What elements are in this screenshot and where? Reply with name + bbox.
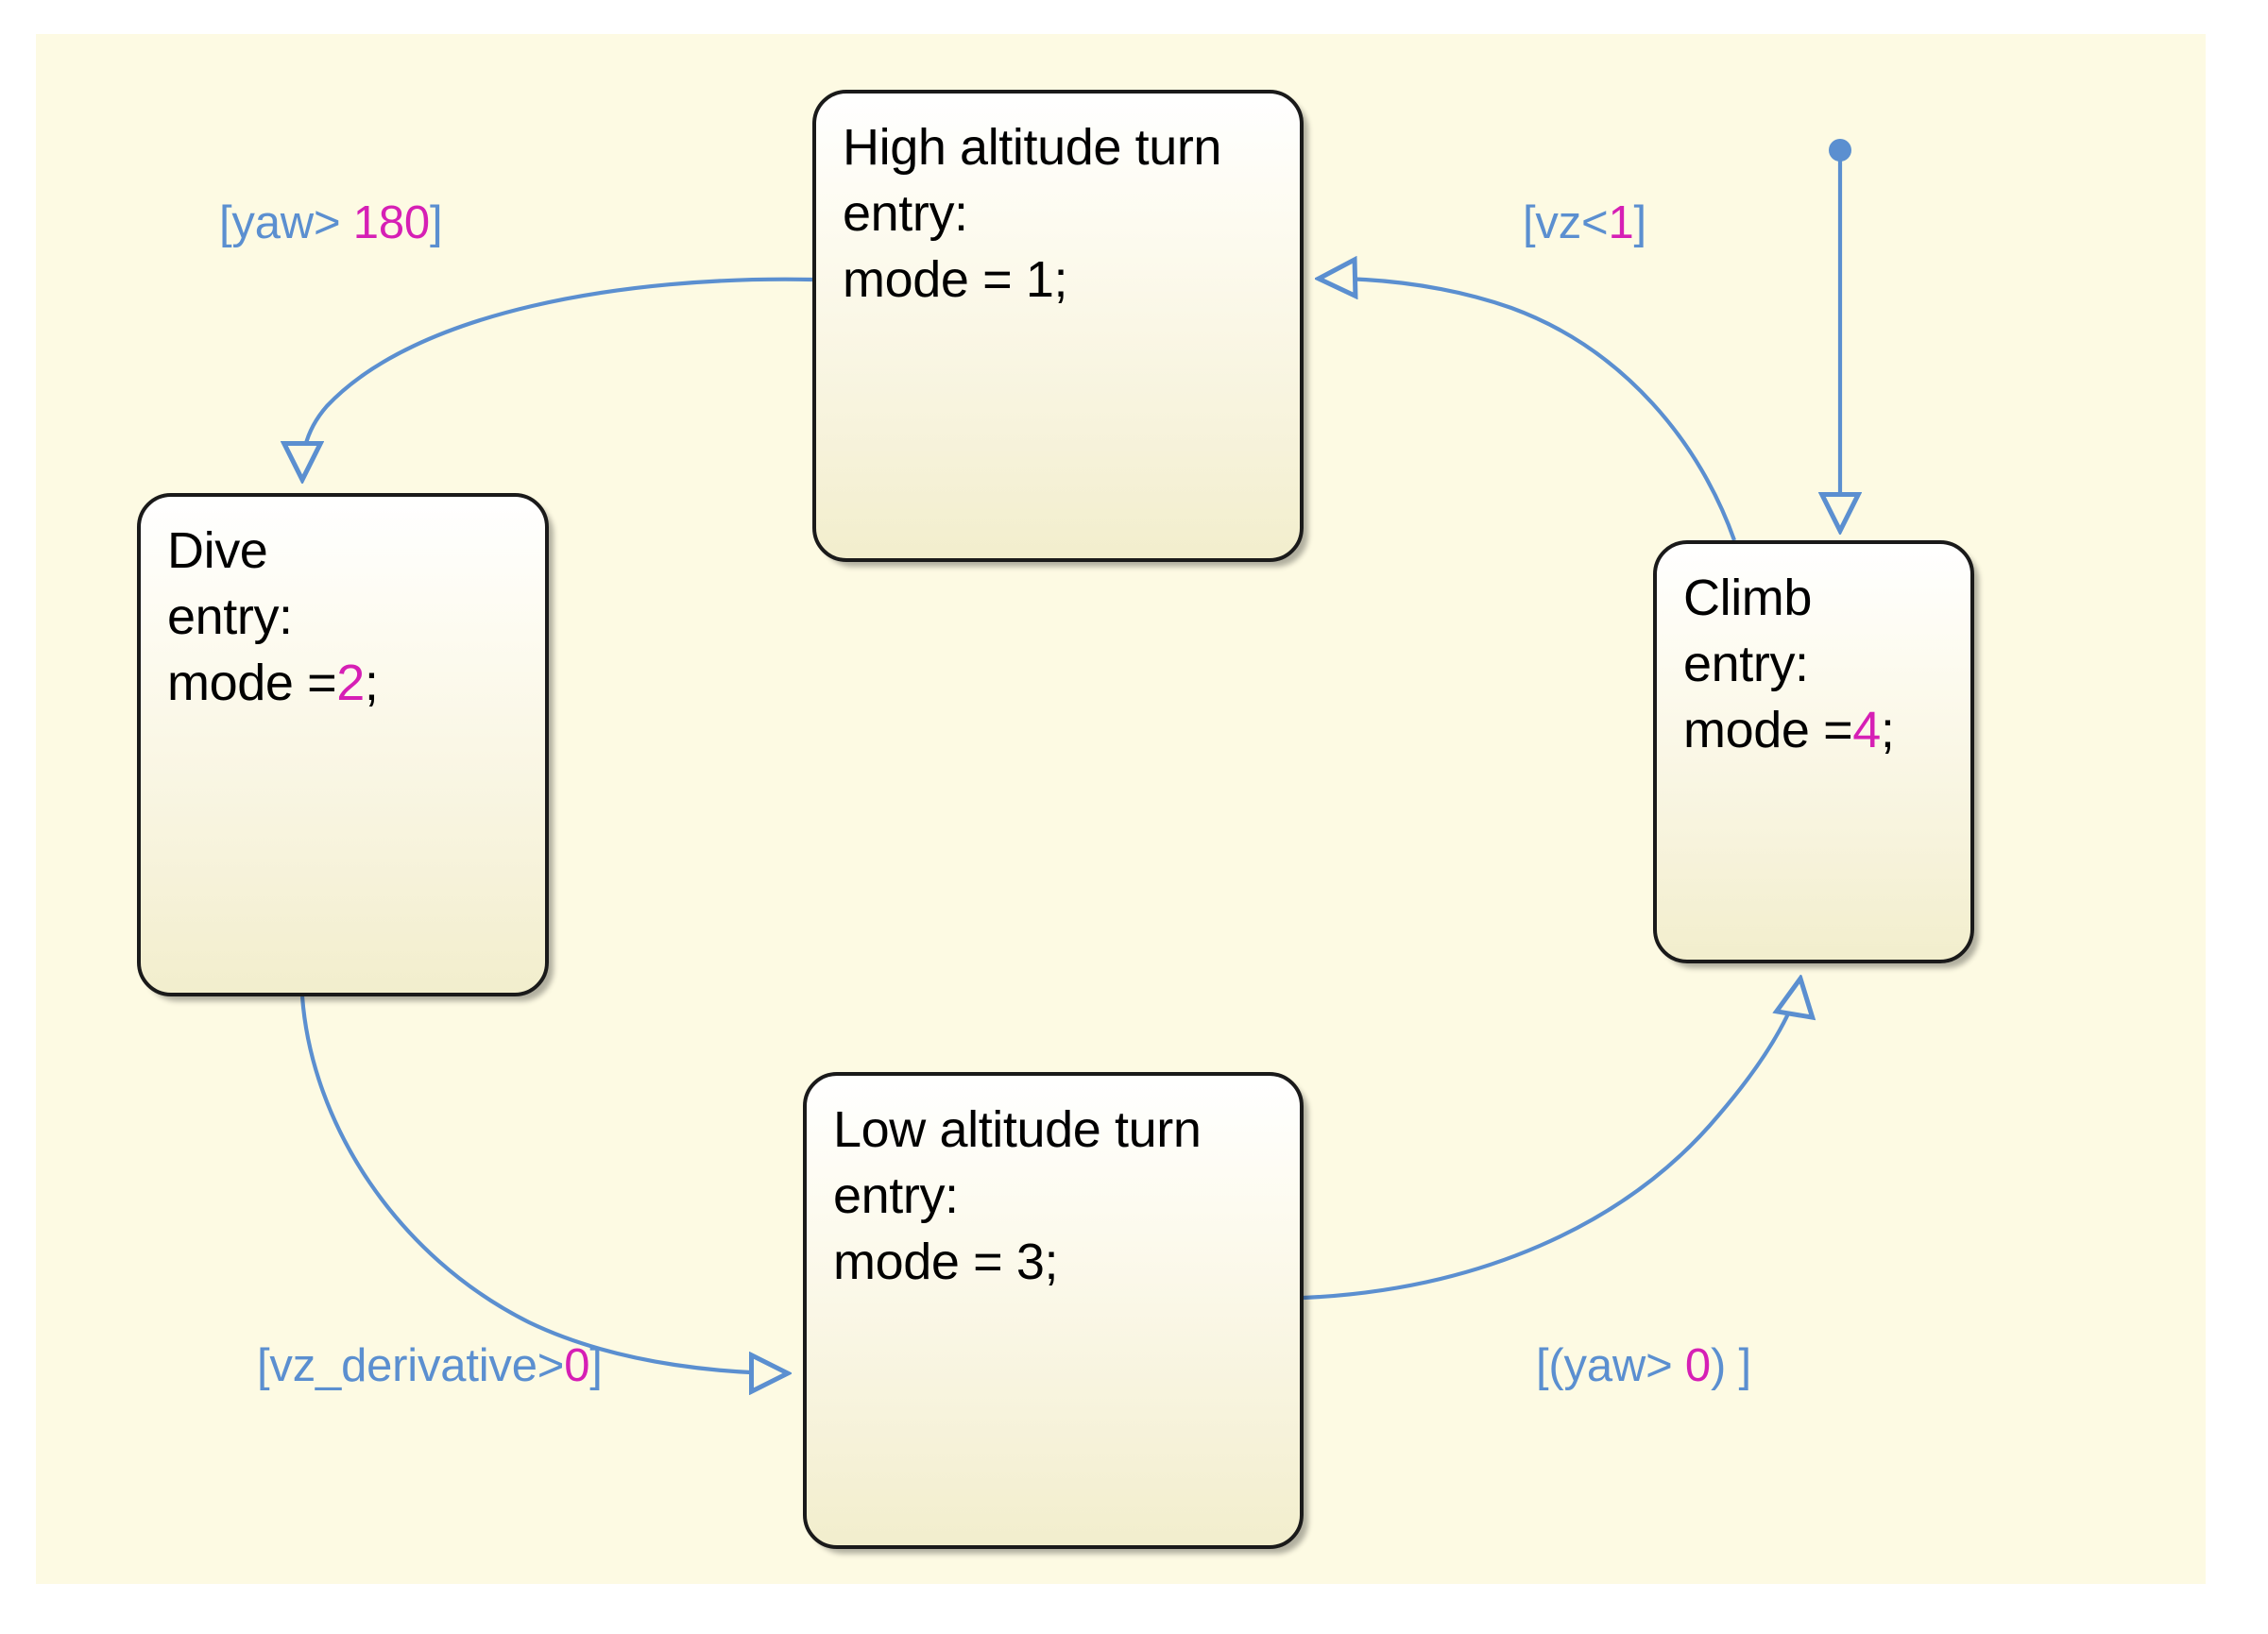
state-high-altitude-turn[interactable]: High altitude turn entry: mode = 1; bbox=[812, 90, 1304, 562]
state-dive-name: Dive bbox=[167, 522, 268, 579]
state-dive-entry-keyword: entry: bbox=[167, 588, 293, 646]
state-low-altitude-turn[interactable]: Low altitude turn entry: mode = 3; bbox=[803, 1072, 1304, 1549]
state-low-altitude-turn-action-prefix: mode = bbox=[833, 1234, 1016, 1291]
default-transition-to-climb[interactable] bbox=[1829, 139, 1851, 531]
state-dive-action-value: 2 bbox=[336, 655, 365, 712]
state-climb[interactable]: Climb entry: mode =4; bbox=[1653, 540, 1974, 963]
state-low-altitude-turn-entry-keyword: entry: bbox=[833, 1167, 959, 1225]
state-low-altitude-turn-action-value: 3 bbox=[1015, 1234, 1045, 1291]
state-low-altitude-turn-name: Low altitude turn bbox=[833, 1101, 1202, 1158]
transition-label-vz-derivative-gt-0-prefix: [vz_derivative> bbox=[257, 1340, 565, 1391]
state-climb-action-suffix: ; bbox=[1880, 702, 1895, 759]
state-dive[interactable]: Dive entry: mode =2; bbox=[137, 493, 549, 996]
state-low-altitude-turn-action-suffix: ; bbox=[1044, 1234, 1059, 1291]
state-climb-name: Climb bbox=[1683, 570, 1813, 626]
edge-high-altitude-turn-to-dive[interactable] bbox=[302, 277, 813, 480]
state-climb-entry-keyword: entry: bbox=[1683, 636, 1809, 693]
default-transition-dot bbox=[1829, 139, 1851, 162]
transition-label-vz-lt-1[interactable]: [vz<1] bbox=[1523, 196, 1646, 249]
edge-climb-to-high-altitude-turn[interactable] bbox=[1319, 279, 1736, 541]
state-high-altitude-turn-action-suffix: ; bbox=[1053, 251, 1068, 309]
transition-label-vz-derivative-gt-0-value: 0 bbox=[564, 1340, 590, 1391]
edge-dive-to-low-altitude-turn[interactable] bbox=[299, 996, 788, 1373]
state-high-altitude-turn-action: mode = 1; bbox=[843, 247, 1300, 313]
transition-label-yaw-gt-180-value: 180 bbox=[352, 197, 430, 248]
state-high-altitude-turn-name: High altitude turn bbox=[843, 119, 1222, 176]
transition-label-vz-lt-1-value: 1 bbox=[1608, 197, 1634, 248]
transition-label-yaw-gt-0-value: 0 bbox=[1684, 1340, 1711, 1391]
transition-label-vz-lt-1-suffix: ] bbox=[1633, 197, 1647, 248]
state-dive-action: mode =2; bbox=[167, 650, 545, 716]
state-high-altitude-turn-action-prefix: mode = bbox=[843, 251, 1026, 309]
state-climb-action: mode =4; bbox=[1683, 697, 1970, 763]
edge-low-altitude-turn-to-climb[interactable] bbox=[1303, 979, 1800, 1301]
transition-label-vz-derivative-gt-0-suffix: ] bbox=[589, 1340, 603, 1391]
transition-label-yaw-gt-0[interactable]: [(yaw> 0) ] bbox=[1536, 1339, 1751, 1392]
state-high-altitude-turn-action-value: 1 bbox=[1025, 251, 1054, 309]
transition-label-yaw-gt-0-prefix: [(yaw> bbox=[1536, 1340, 1685, 1391]
state-climb-action-prefix: mode = bbox=[1683, 702, 1853, 759]
state-dive-action-suffix: ; bbox=[364, 655, 379, 712]
state-high-altitude-turn-entry-keyword: entry: bbox=[843, 185, 968, 243]
state-climb-action-value: 4 bbox=[1852, 702, 1881, 759]
transition-label-yaw-gt-180[interactable]: [yaw> 180] bbox=[219, 196, 443, 249]
transition-label-yaw-gt-180-suffix: ] bbox=[429, 197, 443, 248]
transition-label-vz-lt-1-prefix: [vz< bbox=[1523, 197, 1609, 248]
state-low-altitude-turn-action: mode = 3; bbox=[833, 1229, 1300, 1295]
state-dive-action-prefix: mode = bbox=[167, 655, 337, 712]
transition-label-yaw-gt-180-prefix: [yaw> bbox=[219, 197, 353, 248]
transition-label-vz-derivative-gt-0[interactable]: [vz_derivative>0] bbox=[257, 1339, 603, 1392]
transition-label-yaw-gt-0-suffix: ) ] bbox=[1710, 1340, 1751, 1391]
